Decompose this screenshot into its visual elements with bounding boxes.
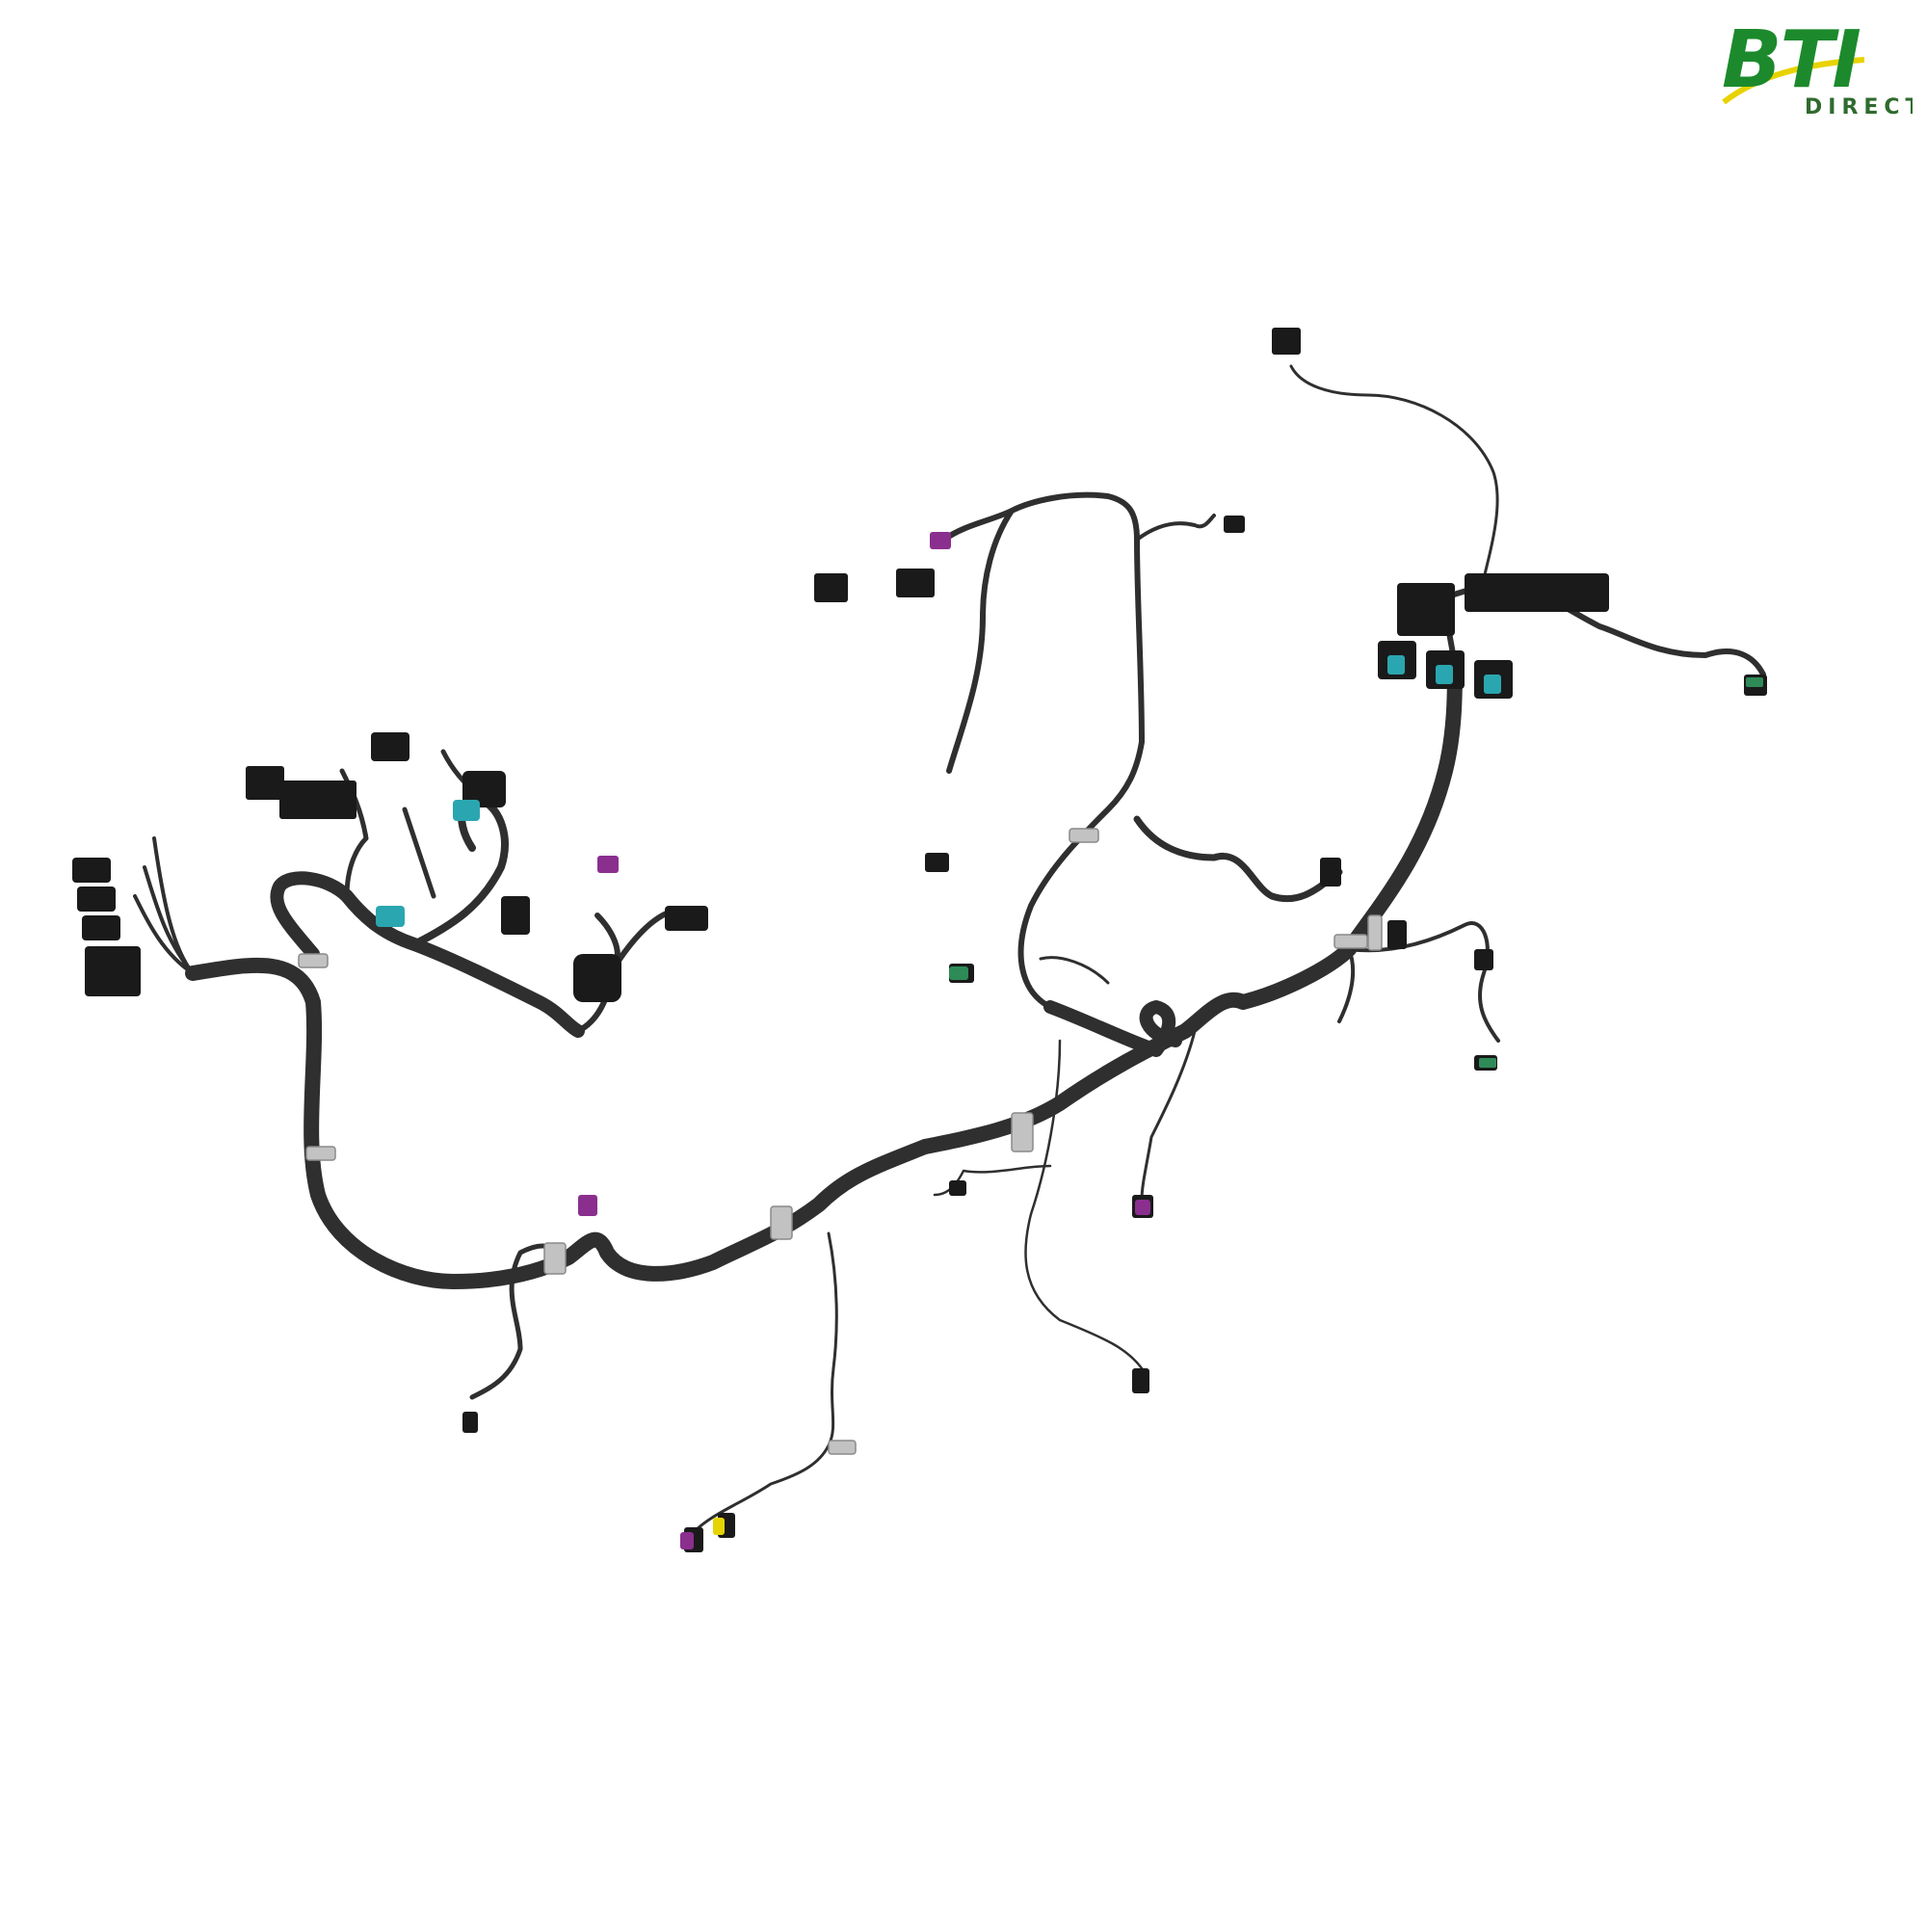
connector — [1272, 328, 1301, 355]
purple-connector — [1135, 1200, 1150, 1215]
connector — [1320, 858, 1341, 887]
connector — [77, 887, 116, 912]
connector — [72, 858, 111, 883]
teal-connector — [1387, 655, 1405, 675]
connector — [85, 946, 141, 996]
yellow-connector — [713, 1518, 725, 1535]
logo-swoosh — [1722, 57, 1865, 105]
green-connector — [1746, 677, 1763, 687]
connector — [279, 781, 356, 819]
connector — [949, 1180, 966, 1196]
harness-trunk — [185, 657, 1463, 1289]
teal-connector — [1484, 675, 1501, 694]
green-connector — [1479, 1058, 1496, 1068]
logo-brand: BTI — [1722, 17, 1860, 106]
connector — [1474, 949, 1493, 970]
clamp — [1333, 934, 1368, 949]
harness-left-branch — [133, 836, 195, 975]
long-wire — [1289, 364, 1499, 580]
connector — [1387, 920, 1407, 949]
connector — [246, 766, 284, 800]
connector — [462, 771, 506, 807]
teal-connector — [453, 800, 480, 821]
clamp — [770, 1205, 793, 1240]
clamp — [305, 1146, 336, 1161]
connector — [665, 906, 708, 931]
bti-direct-logo: BTI DIRECT — [1722, 17, 1913, 119]
connector — [1465, 573, 1609, 612]
clamp — [543, 1242, 567, 1275]
connector — [573, 954, 621, 1002]
purple-connector — [930, 532, 951, 549]
connector — [1224, 516, 1245, 533]
clamp — [1367, 914, 1383, 951]
connector — [501, 896, 530, 935]
harness-loop — [1043, 1000, 1182, 1057]
connector — [371, 732, 409, 761]
connector — [82, 915, 120, 940]
teal-connector — [376, 906, 405, 927]
connector — [925, 853, 949, 872]
purple-connector — [578, 1195, 597, 1216]
logo-sub: DIRECT — [1805, 95, 1913, 119]
purple-connector — [597, 856, 619, 873]
purple-connector — [680, 1532, 694, 1549]
teal-connector — [1436, 665, 1453, 684]
clamp — [828, 1440, 857, 1455]
clamp — [1069, 828, 1099, 843]
clamp — [1011, 1112, 1034, 1152]
green-connector — [949, 966, 968, 980]
connector — [1132, 1368, 1149, 1393]
connector — [896, 569, 935, 597]
connector — [814, 573, 848, 602]
connector — [462, 1412, 478, 1433]
harness-center-branch — [941, 491, 1145, 1010]
clamp — [298, 953, 329, 968]
connector — [1397, 583, 1455, 636]
